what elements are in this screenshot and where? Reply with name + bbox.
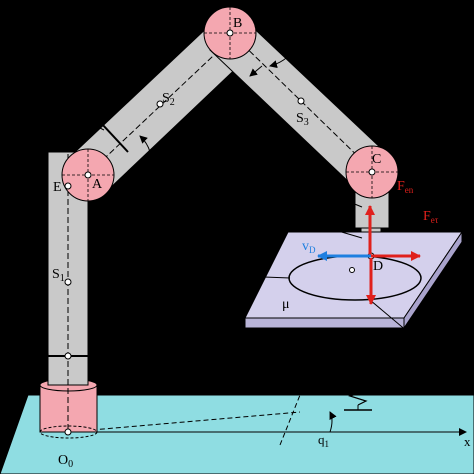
point-s3 xyxy=(297,97,305,105)
fet-label: Feτ xyxy=(423,209,439,225)
q3-arc xyxy=(269,49,295,69)
joint-e-label: E xyxy=(53,180,62,195)
u1-rotation xyxy=(38,339,49,357)
joint2-band xyxy=(101,123,129,153)
robot-label-line1: Robot xyxy=(222,153,256,168)
robot-pointer xyxy=(304,183,363,208)
u1-arrow xyxy=(87,331,101,353)
s2-label: S2 xyxy=(162,91,175,108)
mu-label: μ xyxy=(282,297,290,312)
work-table-front xyxy=(244,317,405,329)
pressure-label-line2: force xyxy=(428,359,457,374)
point-e xyxy=(64,182,72,190)
joint-d-label: D xyxy=(373,259,383,274)
s3-label: S3 xyxy=(296,111,309,128)
u3-label: -u3 xyxy=(226,84,242,101)
tool-label: Tool xyxy=(240,203,266,218)
path-label: Path xyxy=(204,269,229,284)
vd-label: vD xyxy=(302,239,316,255)
link2-centerline xyxy=(89,39,231,173)
point-s2 xyxy=(156,100,164,108)
u2-label: u2 xyxy=(90,100,101,117)
point-s1 xyxy=(64,278,72,286)
point-o0 xyxy=(64,428,72,436)
q2-label: q2 xyxy=(150,148,161,165)
q3-label: -q3 xyxy=(297,36,313,53)
path-pointer xyxy=(235,275,291,279)
fen-label: Fen xyxy=(397,179,414,195)
y0-label: y0 xyxy=(112,359,124,376)
o0-label: O0 xyxy=(58,453,73,470)
x0-label: x xyxy=(464,434,471,449)
point-joint1 xyxy=(64,352,72,360)
work-table-side xyxy=(403,230,463,330)
pressure-pointer xyxy=(369,299,421,343)
u2-arrow xyxy=(83,119,105,131)
point-a xyxy=(84,171,92,179)
q2-arc xyxy=(139,135,152,173)
ground-plane xyxy=(0,394,474,474)
spring-dash-line xyxy=(279,394,301,446)
point-b xyxy=(226,29,234,37)
tool-pointer xyxy=(269,210,363,239)
pressure-label-line1: Pressure xyxy=(418,342,465,357)
joint-a-label: A xyxy=(92,177,103,192)
robot-label-line2: end-effector xyxy=(219,169,287,184)
q1-arc xyxy=(329,411,337,433)
spring-coil xyxy=(347,371,369,406)
u1-label: u1 xyxy=(104,320,115,337)
base-cylinder-bottom xyxy=(39,425,98,439)
joint-b-label: B xyxy=(233,16,242,31)
q1-reference-line xyxy=(67,411,301,433)
kc-label: Kc xyxy=(326,361,339,378)
s1-label: S1 xyxy=(52,267,65,284)
q1-label: q1 xyxy=(318,432,329,449)
joint-c-label: C xyxy=(372,152,381,167)
point-c xyxy=(368,168,376,176)
u3-arrow xyxy=(249,65,263,77)
z0-label: z0 xyxy=(46,84,57,101)
point-path xyxy=(349,267,355,273)
